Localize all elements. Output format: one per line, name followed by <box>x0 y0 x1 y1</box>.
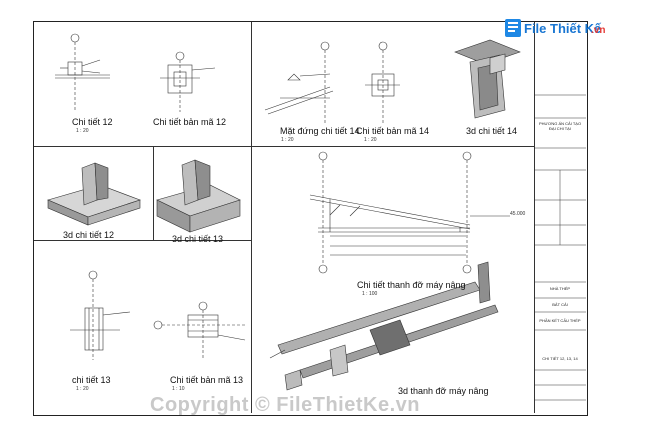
divider-horizontal-top <box>34 146 534 147</box>
divider-horizontal-left <box>34 240 252 241</box>
title-block-project: PHƯƠNG ÁN CẢI TẠO ĐẠI CHI TẠI <box>538 121 582 131</box>
divider-bottom-middle <box>251 146 252 413</box>
elevation-mark: 45.000 <box>510 211 526 217</box>
view-scale-chi-tiet-ban-ma-14: 1 : 20 <box>364 137 377 143</box>
title-block-building: NHÀ THÉP <box>549 286 571 291</box>
view-scale-chi-tiet-ban-ma-13: 1 : 10 <box>172 386 185 392</box>
view-scale-chi-tiet-12: 1 : 20 <box>76 128 89 134</box>
divider-title-block <box>534 22 535 413</box>
logo-text: File Thiết Kế <box>524 21 602 36</box>
view-title-chi-tiet-ban-ma-14: Chi tiết bản mã 14 <box>356 126 430 136</box>
view-title-chi-tiet-13: chi tiết 13 <box>72 375 111 385</box>
view-scale-mat-dung-chi-tiet-14: 1 : 20 <box>281 137 294 143</box>
title-block-part: PHẦN KẾT CẤU THÉP <box>539 318 581 323</box>
view-scale-chi-tiet-thanh-do-may-nang: 1 : 100 <box>362 291 378 297</box>
copyright-watermark: Copyright © FileThietKe.vn <box>150 394 420 416</box>
view-title-chi-tiet-ban-ma-12: Chi tiết bản mã 12 <box>153 117 227 127</box>
view-scale-chi-tiet-13: 1 : 20 <box>76 386 89 392</box>
view-title-3d-chi-tiet-14: 3d chi tiết 14 <box>466 126 518 136</box>
view-title-chi-tiet-thanh-do-may-nang: Chi tiết thanh đỡ máy nâng <box>357 280 466 290</box>
filethietke-logo: File Thiết Kế .vn <box>505 17 613 39</box>
title-block-sheet-title: CHI TIẾT 12, 13, 14 <box>542 356 578 361</box>
view-title-mat-dung-chi-tiet-14: Mặt đứng chi tiết 14 <box>280 126 360 136</box>
logo-domain: .vn <box>591 25 605 36</box>
view-title-chi-tiet-ban-ma-13: Chi tiết bản mã 13 <box>170 375 244 385</box>
view-title-3d-chi-tiet-12: 3d chi tiết 12 <box>63 230 115 240</box>
drawing-sheet-frame <box>33 21 588 416</box>
view-title-3d-chi-tiet-13: 3d chi tiết 13 <box>172 234 224 244</box>
title-block-item: BẢT CẢI <box>552 302 568 307</box>
view-title-chi-tiet-12: Chi tiết 12 <box>72 117 113 127</box>
view-title-3d-thanh-do-may-nang: 3d thanh đỡ máy nâng <box>398 386 489 396</box>
divider-left-mid <box>153 146 154 241</box>
divider-top-middle <box>251 22 252 147</box>
